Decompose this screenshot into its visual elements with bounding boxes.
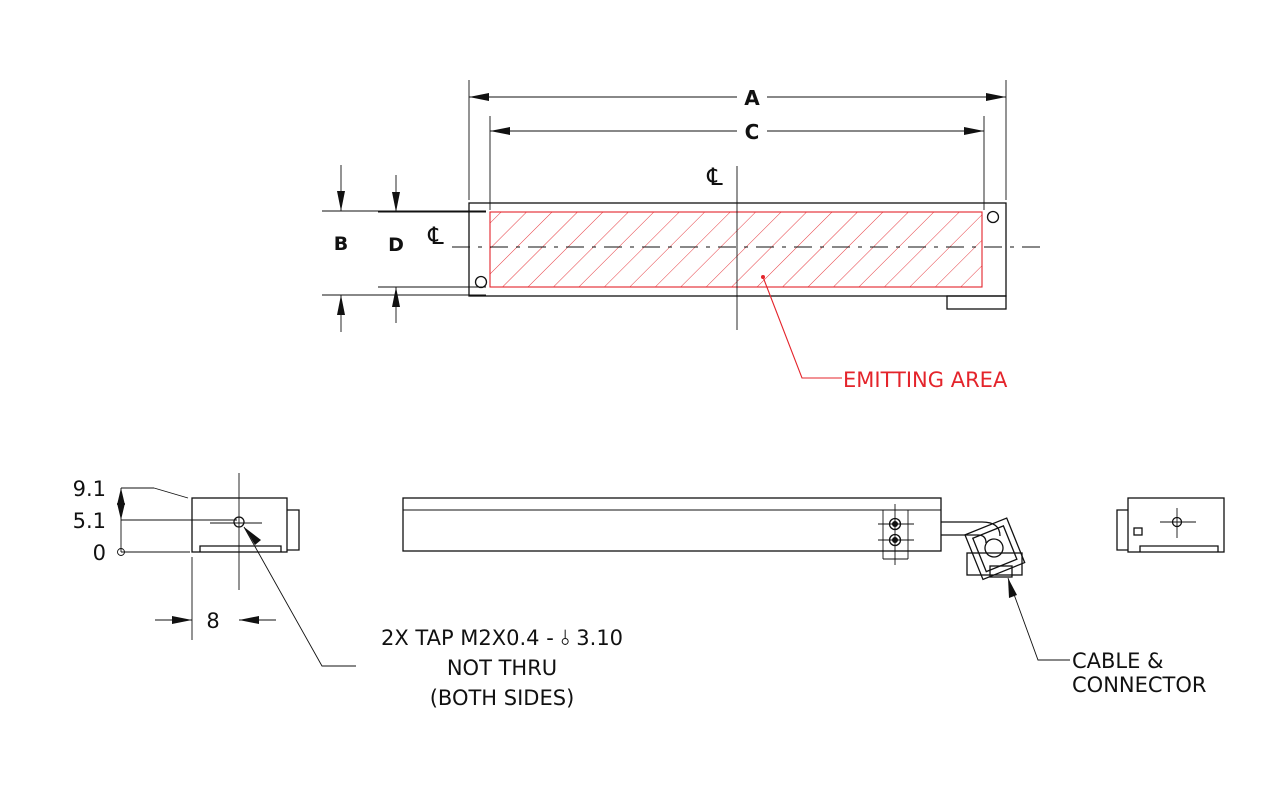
dim-a-label: A [744, 86, 760, 110]
connector-body [964, 517, 1026, 581]
side-view-hole-bottom-inner [892, 537, 898, 543]
cable-leader [1007, 577, 1070, 661]
height-top-label: 9.1 [73, 477, 106, 501]
mounting-hole-bottom-left [474, 275, 488, 289]
centerline-symbol-vertical: ℄ [706, 163, 723, 191]
dim-c-label: C [745, 120, 760, 144]
emitting-area-leader [762, 276, 842, 379]
cable-callout-line2: CONNECTOR [1072, 673, 1207, 697]
tap-hole [233, 516, 245, 528]
dim-b-label: B [334, 233, 348, 255]
top-view-housing [468, 202, 1007, 297]
side-view-hole-top-outer [888, 517, 902, 531]
right-end-side-tab [1116, 509, 1128, 551]
dim-d-arrow-bottom [392, 287, 400, 307]
connector-latch [989, 565, 1013, 578]
cable [941, 521, 1001, 537]
emitting-area-rect [489, 211, 983, 288]
tap-leader [243, 526, 356, 667]
height-ext-top-leader [153, 487, 189, 499]
dim-d-label: D [388, 234, 404, 256]
cable-lower-edge [941, 534, 987, 544]
height-arrow-top [117, 488, 125, 505]
height-origin-marker [117, 548, 125, 556]
tap-leader-arrow [244, 527, 261, 545]
tap-callout-line2: NOT THRU [447, 656, 557, 680]
dim-b-arrow-top [337, 191, 345, 211]
left-end-side-tab [287, 509, 300, 551]
left-end-body [191, 497, 288, 553]
dim-c-arrow-left [490, 127, 510, 135]
mounting-hole-top-right [986, 210, 1000, 224]
height-base-label: 0 [93, 541, 106, 565]
width-arrow-left [172, 616, 192, 624]
connector [964, 517, 1026, 581]
left-end-view: 9.1 5.1 0 8 2X TAP M2X0.4 - ⫰ 3.10 NOT T… [73, 473, 623, 710]
right-end-view [1116, 497, 1225, 553]
tap-callout-line3: (BOTH SIDES) [430, 686, 575, 710]
dim-a-arrow-left [469, 93, 489, 101]
left-end-base-step [199, 545, 282, 552]
connector-inner [971, 525, 1018, 573]
side-view: CABLE & CONNECTOR [402, 497, 1207, 697]
height-mid-label: 5.1 [73, 509, 106, 533]
connector-port [984, 538, 1004, 558]
top-view: A C ℄ ℄ B D EMITTING AREA [322, 80, 1044, 392]
top-view-connector-tab [946, 295, 1007, 310]
right-end-body [1127, 497, 1225, 553]
cable-callout-line1: CABLE & [1072, 649, 1163, 673]
dim-b-arrow-bottom [337, 295, 345, 315]
width-label: 8 [206, 609, 219, 633]
emitting-area-label: EMITTING AREA [843, 368, 1008, 392]
connector-housing [966, 552, 1023, 576]
right-end-notch [1133, 527, 1143, 536]
side-view-hole-bottom-outer [888, 533, 902, 547]
centerline-symbol-horizontal: ℄ [427, 222, 444, 250]
side-view-body [402, 497, 942, 552]
dim-c-arrow-right [964, 127, 984, 135]
dim-d-arrow-top [392, 192, 400, 212]
dim-a-arrow-right [986, 93, 1006, 101]
height-arrow-mid [117, 503, 125, 520]
right-end-base-step [1139, 545, 1219, 552]
right-end-tap-hole [1171, 516, 1183, 528]
width-arrow-right [239, 616, 259, 624]
tap-callout-line1: 2X TAP M2X0.4 - ⫰ 3.10 [381, 626, 623, 650]
side-view-hole-top-inner [892, 521, 898, 527]
